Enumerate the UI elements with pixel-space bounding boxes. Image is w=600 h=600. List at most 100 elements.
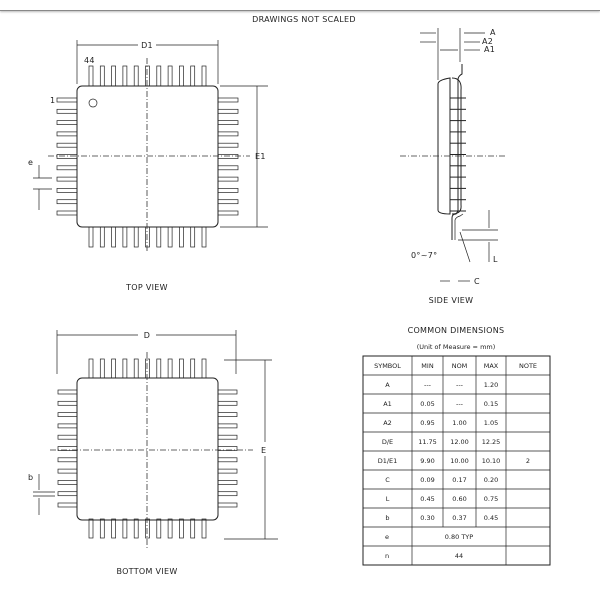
table-cell: 11.75: [418, 438, 437, 446]
pin: [217, 446, 238, 451]
pin: [156, 518, 162, 539]
pin: [217, 154, 239, 159]
table-cell: 0.09: [420, 476, 434, 484]
table-cell: 0.45: [484, 514, 498, 522]
pin: [88, 65, 94, 87]
table-cell: 0.30: [420, 514, 434, 522]
table-cell: 9.90: [420, 457, 434, 465]
table-cell: n: [385, 552, 389, 560]
pin: [217, 97, 239, 103]
pin: [133, 65, 139, 87]
pin: [56, 142, 78, 148]
side-view-caption: SIDE VIEW: [429, 296, 474, 305]
pin1-marker: [88, 98, 98, 108]
table-cell: 0.80 TYP: [445, 533, 473, 541]
pin: [56, 154, 78, 159]
pin: [56, 131, 78, 137]
pin: [179, 358, 184, 379]
table-title: COMMON DIMENSIONS: [408, 326, 505, 335]
table-cell: A2: [383, 419, 392, 427]
pin: [122, 65, 128, 87]
page-top-border: [0, 0, 600, 11]
pin: [99, 226, 105, 248]
table-cell: 10.10: [482, 457, 501, 465]
pin: [56, 176, 78, 182]
pin: [133, 226, 139, 248]
drawing-title: DRAWINGS NOT SCALED: [252, 15, 356, 24]
pin: [111, 518, 116, 539]
dim-e-pitch-label: e: [28, 158, 33, 167]
pin: [56, 210, 78, 216]
pin: [201, 65, 207, 87]
table-cell: 0.37: [452, 514, 466, 522]
dim-e-label: E: [261, 446, 266, 455]
pin: [145, 358, 150, 379]
top-view: D1 E1 1 44 e TOP VIEW: [28, 40, 268, 292]
table-cell: e: [385, 533, 389, 541]
table-cell: D/E: [382, 438, 393, 446]
pin: [57, 446, 78, 451]
pin: [88, 518, 94, 539]
bottom-view-caption: BOTTOM VIEW: [116, 567, 177, 576]
table-header-cell: MAX: [484, 362, 499, 370]
dim-e1-label: E1: [255, 152, 266, 161]
pin: [167, 518, 173, 539]
table-cell: 0.45: [420, 495, 434, 503]
pin: [217, 210, 239, 216]
pin: [57, 502, 78, 508]
pin: [57, 389, 78, 395]
pin: [122, 226, 128, 248]
pin: [88, 358, 94, 379]
pin: [190, 65, 196, 87]
side-view: A A2 A1 L 0°~7° C SIDE VIEW: [400, 28, 505, 305]
pin: [179, 226, 184, 248]
table-cell: 10.00: [450, 457, 469, 465]
pin: [179, 518, 184, 539]
pin: [217, 434, 238, 440]
pin: [145, 518, 150, 539]
pin: [201, 226, 207, 248]
table-subtitle: (Unit of Measure = mm): [417, 343, 496, 351]
pin: [111, 65, 116, 87]
angle-label: 0°~7°: [411, 251, 437, 260]
pin: [217, 188, 239, 193]
dim-a2-label: A2: [482, 37, 493, 46]
pin: [156, 65, 162, 87]
table-header-cell: SYMBOL: [374, 362, 401, 370]
table-cell: b: [385, 514, 389, 522]
dim-d1-label: D1: [141, 41, 153, 50]
dim-b-label: b: [28, 473, 33, 482]
pin: [217, 491, 238, 497]
table-cell: A: [385, 381, 390, 389]
table-border: [362, 355, 551, 566]
pin: [133, 358, 139, 379]
pin: [217, 165, 239, 171]
pin: [217, 400, 238, 406]
table-header-cell: NOTE: [519, 362, 537, 370]
pin: [190, 358, 196, 379]
table-cell: 1.20: [484, 381, 498, 389]
pin: [56, 199, 78, 205]
pin: [56, 108, 78, 114]
pin: [217, 131, 239, 137]
table-cell: 0.15: [484, 400, 498, 408]
pin-44-label: 44: [84, 56, 95, 65]
pin: [99, 65, 105, 87]
bottom-body: [76, 377, 219, 521]
table-cell: 12.00: [450, 438, 469, 446]
top-body: [76, 85, 219, 228]
bottom-view: D E b BOTTOM VIEW: [28, 330, 278, 576]
pin: [133, 518, 139, 539]
pin: [179, 65, 184, 87]
table-cell: 0.95: [420, 419, 434, 427]
pin: [57, 423, 78, 429]
pin: [217, 412, 238, 417]
pin: [145, 65, 150, 87]
table-cell: 2: [526, 457, 530, 465]
pin: [167, 226, 173, 248]
pin: [56, 188, 78, 193]
pin: [217, 389, 238, 395]
pin: [217, 480, 238, 485]
table-cell: 0.75: [484, 495, 498, 503]
